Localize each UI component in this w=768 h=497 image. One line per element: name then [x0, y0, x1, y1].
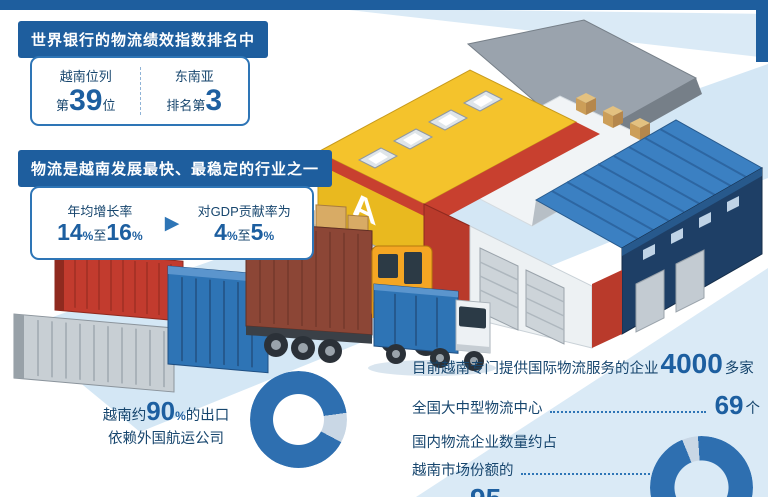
dotted-leader	[520, 473, 657, 475]
gdp-max: 5	[250, 219, 264, 245]
sea-rank-label: 东南亚	[174, 69, 214, 84]
gdp-contribution-label: 对GDP贡献率为	[197, 204, 291, 219]
growth-stat-box: 年均增长率 14%至16% ▶ 对GDP贡献率为 4%至5%	[30, 186, 314, 260]
sea-rank-number: 3	[205, 84, 223, 117]
percent-sign: %	[263, 229, 275, 243]
gdp-contribution: 对GDP贡献率为 4%至5%	[180, 199, 308, 247]
growth-min: 14	[57, 219, 83, 245]
range-word: 至	[93, 228, 107, 243]
market-share-line2: 越南市场份额的	[412, 463, 514, 479]
companies-label: 目前越南专门提供国际物流服务的企业	[412, 361, 659, 377]
growth-max: 16	[106, 219, 132, 245]
rank-suffix: 位	[102, 98, 116, 113]
centers-label: 全国大中型物流中心	[412, 401, 543, 417]
sea-rank: 东南亚 排名第3	[141, 64, 249, 118]
market-share-number: 95	[470, 483, 501, 497]
vietnam-rank-label: 越南位列	[59, 69, 112, 84]
gdp-min: 4	[214, 219, 227, 245]
centers-unit: 个	[745, 401, 761, 417]
logistics-industry-header: 物流是越南发展最快、最稳定的行业之一	[18, 150, 333, 187]
rank-number: 39	[69, 84, 103, 117]
export-post: 的出口	[185, 408, 230, 424]
arrow-right-icon: ▶	[164, 212, 180, 234]
right-frame-bar	[756, 0, 768, 62]
dotted-leader	[549, 411, 706, 413]
vietnam-rank: 越南位列 第39位	[32, 64, 140, 118]
ranking-stat-box: 越南位列 第39位 东南亚 排名第3	[30, 56, 250, 126]
market-share-line1: 国内物流企业数量约占	[412, 435, 557, 451]
percent-sign: %	[82, 229, 94, 243]
companies-number: 4000	[660, 348, 723, 379]
export-pre: 越南约	[102, 408, 147, 424]
centers-number: 69	[714, 390, 744, 420]
market-share-stat: 国内物流企业数量约占 越南市场份额的 95%	[412, 431, 664, 497]
percent-sign: %	[226, 229, 238, 243]
export-donut-chart	[250, 371, 347, 468]
growth-rate-label: 年均增长率	[67, 204, 133, 219]
percent-sign: %	[131, 229, 143, 243]
world-bank-ranking-header: 世界银行的物流绩效指数排名中	[18, 21, 269, 58]
export-percent-number: 90	[146, 396, 176, 426]
range-word: 至	[237, 228, 251, 243]
growth-rate: 年均增长率 14%至16%	[36, 199, 164, 247]
export-share-caption: 越南约90%的出口 依赖外国航运公司	[78, 398, 254, 451]
top-frame-bar	[0, 0, 768, 10]
sea-rank-prefix: 排名第	[166, 98, 206, 113]
rank-prefix: 第	[56, 98, 70, 113]
divider	[139, 67, 141, 115]
export-line2: 依赖外国航运公司	[108, 431, 224, 448]
companies-suffix: 多家	[724, 361, 754, 377]
percent-sign: %	[175, 409, 186, 423]
